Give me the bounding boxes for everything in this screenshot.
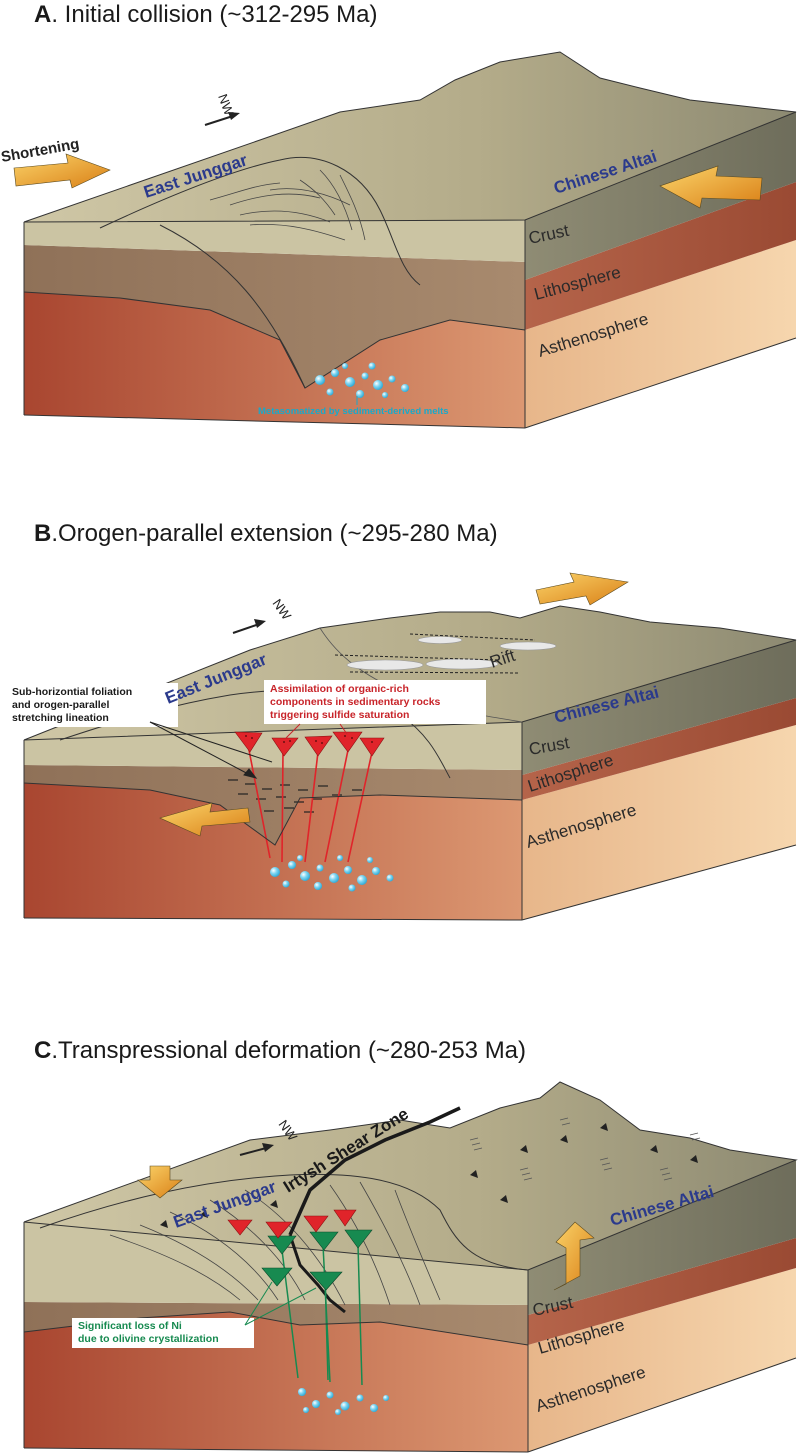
- panel-b-assimilation-line-1: Assimilation of organic-rich: [270, 683, 409, 695]
- panel-b-assimilation-line-3: triggering sulfide saturation: [270, 709, 409, 721]
- panel-c-main-fault: [288, 1234, 346, 1314]
- panel-c-title-text: .Transpressional deformation (~280-253 M…: [51, 1037, 526, 1064]
- panel-c-up-arrow: [553, 1221, 595, 1291]
- panel-b-nw-label: NW: [270, 596, 295, 623]
- panel-a-basin-outline: [99, 156, 421, 286]
- panel-a-metasomatized-label: Metasomatized by sediment-derived melts: [258, 406, 449, 417]
- panel-b-outlines: [23, 722, 797, 921]
- panel-a-title-text: . Initial collision (~312-295 Ma): [51, 1, 377, 28]
- panel-b-assimilation-leaders: [285, 723, 348, 739]
- panel-c-wedge-outline: [39, 1173, 529, 1271]
- panel-a-letter: A: [34, 1, 51, 28]
- panel-b-magma-speckles: [245, 735, 373, 744]
- panel-a-asthenosphere-side: [525, 240, 796, 428]
- panel-c-green-bodies: [261, 1229, 373, 1291]
- panel-b-crust-front: [24, 722, 522, 770]
- panel-c-crust-side: [528, 1160, 796, 1315]
- panel-c-ni-callout: Significant loss of Ni due to olivine cr…: [78, 1320, 219, 1345]
- panel-b-foliation-line-1: Sub-horizontial foliation: [12, 686, 132, 698]
- panel-b-asthenosphere-front: [24, 783, 522, 920]
- panel-b-foliation-callout: Sub-horizontial foliation and orogen-par…: [12, 686, 135, 724]
- panel-c-bubbles: [298, 1388, 389, 1415]
- panel-c-letter: C: [34, 1037, 51, 1064]
- panel-b-foliation-leaders: [149, 721, 273, 779]
- panel-c-thrust-symbols: [160, 1123, 698, 1228]
- panel-c-outlines: [23, 1222, 797, 1453]
- panel-c-ni-line-1: Significant loss of Ni: [78, 1320, 182, 1332]
- panel-b-assimilation-callout: Assimilation of organic-rich components …: [270, 683, 443, 721]
- panel-b-foliation-callout-box: [8, 683, 178, 727]
- panel-a-title: A. Initial collision (~312-295 Ma): [34, 1, 378, 28]
- panel-b-crust-side: [522, 640, 796, 775]
- panel-b-title-text: .Orogen-parallel extension (~295-280 Ma): [51, 520, 497, 547]
- panel-b-lithosphere-side: [522, 698, 796, 800]
- panel-a-lithosphere-front: [24, 245, 525, 388]
- panel-b-title: B.Orogen-parallel extension (~295-280 Ma…: [34, 520, 498, 547]
- panel-c-asthenosphere-side: [528, 1268, 796, 1452]
- panel-b-extension-arrow-right: [535, 572, 629, 606]
- panel-b-magma-bodies: [234, 731, 385, 757]
- panel-c-fault-traces: [109, 1181, 441, 1306]
- panel-b-lithosphere-front: [24, 765, 522, 845]
- panel-a: A. Initial collision (~312-295 Ma): [0, 1, 797, 429]
- panel-b-foliation-line-2: and orogen-parallel: [12, 699, 110, 711]
- panel-c-lithosphere-front: [24, 1302, 528, 1345]
- panel-c-red-bodies: [227, 1209, 357, 1239]
- panel-a-top-surface: [23, 51, 797, 223]
- panel-a-outlines: [23, 220, 797, 429]
- panel-c-nw-arrow: [239, 1143, 274, 1156]
- panel-c-lithosphere-side: [528, 1238, 796, 1345]
- panel-c-shear-marks: [469, 1117, 701, 1181]
- panel-b: B.Orogen-parallel extension (~295-280 Ma…: [8, 520, 797, 921]
- panel-a-shortening-arrow-right: [659, 165, 763, 209]
- panel-c-ni-callout-box: [72, 1318, 254, 1348]
- panel-b-assimilation-line-2: components in sedimentary rocks: [270, 696, 441, 708]
- panel-c-title: C.Transpressional deformation (~280-253 …: [34, 1037, 526, 1064]
- panel-c-ni-leaders: [244, 1281, 317, 1326]
- panel-a-asthenosphere-front: [24, 292, 525, 428]
- panel-a-lithosphere-side: [525, 182, 796, 330]
- panel-b-top-surface: [23, 605, 797, 741]
- panel-a-bubbles: [315, 362, 409, 398]
- panel-a-crust-front: [24, 220, 525, 262]
- panel-b-extension-arrow-left: [159, 802, 251, 837]
- panel-b-letter: B: [34, 520, 51, 547]
- panel-c-ni-line-2: due to olivine crystallization: [78, 1333, 219, 1345]
- panel-c-crust-front: [24, 1222, 528, 1305]
- panel-c-down-arrow: [137, 1165, 183, 1199]
- panel-a-nw-label: NW: [215, 92, 237, 118]
- panel-c-shear-zone-line: [288, 1106, 461, 1236]
- panel-b-bubbles: [270, 855, 394, 892]
- panel-a-shortening-arrow-left: [13, 153, 111, 189]
- panel-b-nw-arrow: [232, 619, 266, 634]
- panel-b-foliation-line-3: stretching lineation: [12, 712, 109, 724]
- panel-a-nw-arrow: [204, 112, 240, 126]
- panel-c: C.Transpressional deformation (~280-253 …: [23, 1037, 798, 1453]
- panel-a-fold-traces: [209, 169, 366, 241]
- panel-b-rift-basins: [334, 633, 557, 674]
- panel-b-asthenosphere-side: [522, 725, 796, 920]
- panel-b-assimilation-callout-box: [264, 680, 486, 724]
- panel-b-foliation-dashes: [228, 779, 362, 813]
- panel-a-crust-side: [525, 112, 796, 280]
